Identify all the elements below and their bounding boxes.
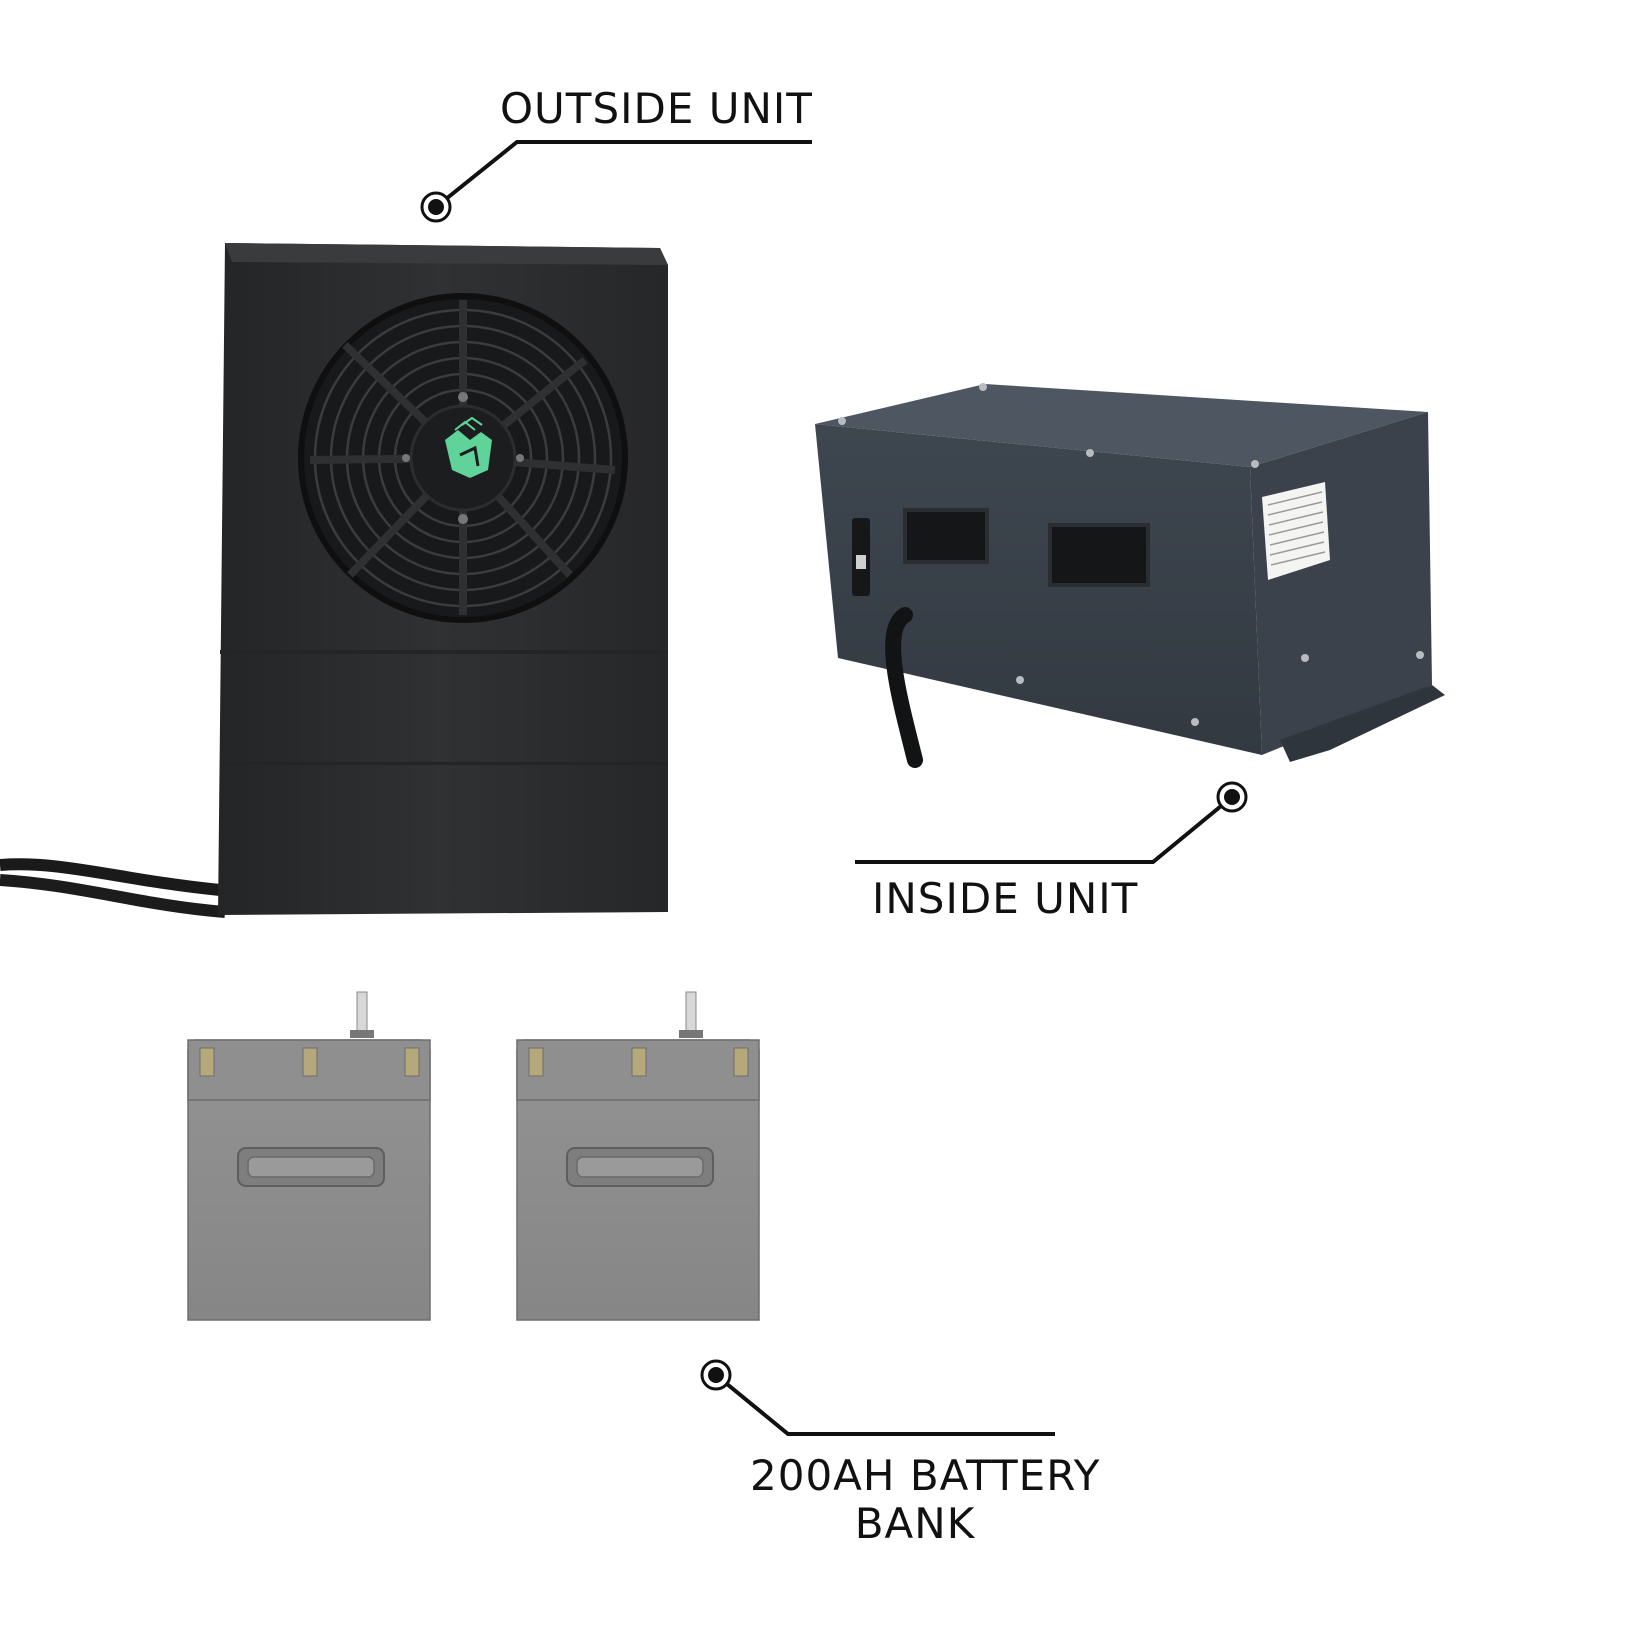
inside-unit-label: INSIDE UNIT — [872, 874, 1139, 923]
brand-logo-icon — [445, 416, 492, 478]
battery-label-line1: 200AH BATTERY — [750, 1451, 1101, 1500]
hose — [0, 874, 226, 918]
outside-unit-callout-dot — [420, 191, 452, 223]
outside-unit-callout-line — [434, 140, 812, 209]
inside-unit-callout-line — [855, 795, 1234, 864]
battery-bank-label: 200AH BATTERY BANK — [750, 1451, 1101, 1549]
outside-unit-label: OUTSIDE UNIT — [500, 84, 813, 133]
battery-label-line2: BANK — [854, 1499, 976, 1549]
battery-image — [516, 991, 760, 1321]
inside-unit-callout-dot — [1216, 781, 1248, 813]
inside-unit-image — [815, 383, 1445, 768]
battery-callout-line — [714, 1373, 1055, 1436]
hose — [0, 858, 221, 896]
battery-image — [187, 991, 431, 1321]
battery-callout-dot — [700, 1359, 732, 1391]
outside-unit-image — [0, 243, 668, 918]
